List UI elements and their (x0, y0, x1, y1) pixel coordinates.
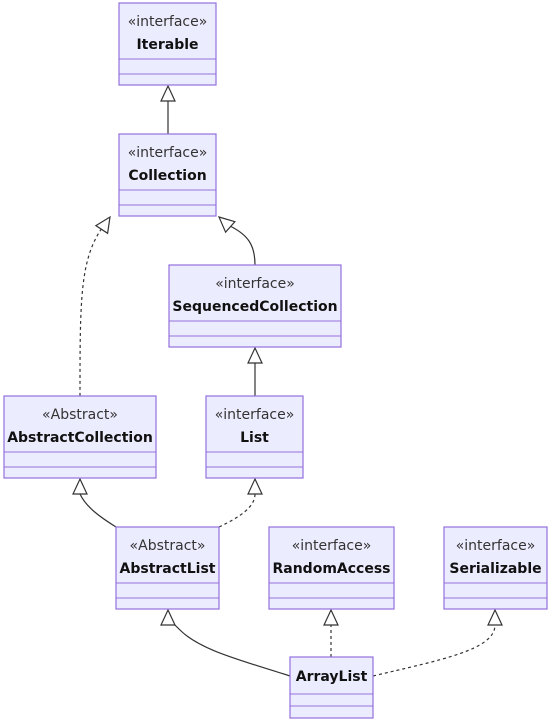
class-box-frame (118, 133, 217, 217)
class-box-random-access[interactable]: «interface» RandomAccess (268, 526, 395, 610)
edge-line (167, 620, 291, 677)
class-box-frame (443, 526, 548, 610)
edge-arraylist-to-abstract_list (160, 608, 291, 677)
edge-abstract_collection-to-collection (79, 215, 111, 397)
edge-abstract_list-to-list (218, 477, 263, 528)
class-box-iterable[interactable]: «interface» Iterable (118, 2, 217, 86)
class-box-abstract-collection[interactable]: «Abstract» AbstractCollection (3, 395, 157, 479)
class-stereotype: «interface» (215, 407, 295, 423)
class-name: List (240, 430, 269, 446)
edge-arraylist-to-serializable (372, 608, 503, 677)
class-box-serializable[interactable]: «interface» Serializable (443, 526, 548, 610)
edge-arraylist-to-random_access (323, 608, 339, 657)
edge-line (79, 227, 103, 397)
class-box-frame (118, 2, 217, 86)
class-name: ArrayList (296, 669, 368, 685)
class-name: RandomAccess (272, 561, 390, 577)
class-name: Serializable (449, 561, 541, 577)
class-name: AbstractList (120, 561, 216, 577)
inheritance-arrowhead (160, 84, 176, 102)
inheritance-arrowhead (217, 216, 236, 234)
class-stereotype: «Abstract» (130, 538, 206, 554)
class-name: Iterable (136, 37, 198, 53)
class-box-frame (289, 656, 374, 719)
class-stereotype: «Abstract» (42, 407, 118, 423)
inheritance-arrowhead (160, 608, 176, 626)
class-stereotype: «interface» (456, 538, 536, 554)
inheritance-arrowhead (323, 608, 339, 626)
edge-sequenced-to-collection (217, 216, 256, 266)
inheritance-arrowhead (247, 477, 263, 495)
class-name: SequencedCollection (172, 299, 337, 315)
class-box-sequenced[interactable]: «interface» SequencedCollection (168, 264, 342, 348)
class-stereotype: «interface» (128, 14, 208, 30)
class-box-list[interactable]: «interface» List (205, 395, 304, 479)
class-stereotype: «interface» (215, 276, 295, 292)
inheritance-arrowhead (247, 346, 263, 364)
class-stereotype: «interface» (128, 145, 208, 161)
edge-line (218, 493, 256, 528)
class-box-collection[interactable]: «interface» Collection (118, 133, 217, 217)
class-box-frame (115, 526, 220, 610)
edge-line (229, 225, 256, 266)
inheritance-arrowhead (94, 215, 111, 235)
class-box-frame (205, 395, 304, 479)
inheritance-arrowhead (487, 608, 503, 626)
edge-line (79, 493, 117, 528)
class-stereotype: «interface» (292, 538, 372, 554)
class-name: Collection (128, 168, 206, 184)
edge-list-to-sequenced (247, 346, 263, 396)
inheritance-arrowhead (72, 477, 88, 495)
edge-abstract_list-to-abstract_collection (72, 477, 117, 528)
class-box-frame (3, 395, 157, 479)
class-box-arraylist[interactable]: ArrayList (289, 656, 374, 719)
inheritance-edges (72, 84, 503, 677)
class-box-frame (168, 264, 342, 348)
edge-collection-to-iterable (160, 84, 176, 134)
class-box-abstract-list[interactable]: «Abstract» AbstractList (115, 526, 220, 610)
class-boxes: «interface» Iterable «interface» Collection… (3, 2, 548, 719)
edge-line (372, 624, 496, 677)
class-box-frame (268, 526, 395, 610)
class-name: AbstractCollection (7, 430, 153, 446)
